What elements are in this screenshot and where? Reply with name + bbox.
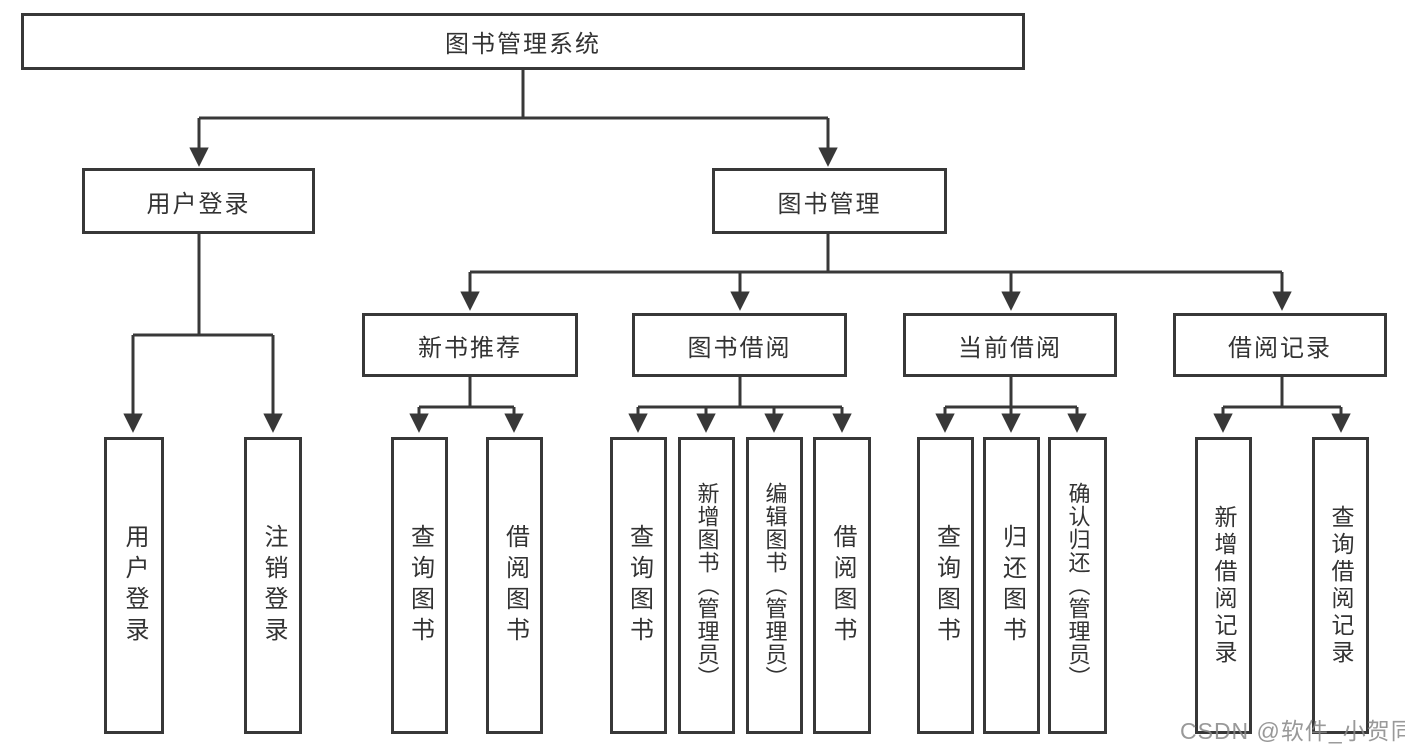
node-leaf-edit-book-admin: 编辑图书（管理员） [746, 437, 803, 734]
connector-userlogin-trunk [133, 234, 273, 337]
node-label: 查询图书 [406, 523, 434, 648]
node-leaf-query-book: 查询图书 [391, 437, 448, 734]
node-leaf-add-book-admin: 新增图书（管理员） [678, 437, 735, 734]
node-label: 新书推荐 [418, 334, 522, 362]
node-label: 编辑图书（管理员） [762, 482, 788, 689]
connector-record-trunk [1223, 377, 1341, 409]
node-label: 用户登录 [121, 523, 148, 648]
connector-root-trunk [199, 69, 828, 120]
node-new-book-recommend: 新书推荐 [362, 313, 578, 377]
node-label: 注销登录 [260, 523, 287, 648]
csdn-watermark: CSDN @软件_小贺同学 [1180, 718, 1405, 744]
node-label: 图书管理系统 [445, 31, 601, 58]
node-label: 查询图书 [932, 523, 960, 648]
node-label: 查询借阅记录 [1328, 504, 1354, 667]
node-label: 确认归还（管理员） [1065, 482, 1091, 689]
node-leaf-add-borrow-record: 新增借阅记录 [1195, 437, 1252, 734]
node-label: 当前借阅 [958, 334, 1062, 362]
node-label: 新增图书（管理员） [694, 482, 720, 689]
node-label: 图书管理 [777, 190, 882, 218]
node-label: 借阅图书 [829, 523, 856, 648]
connector-current-trunk [945, 377, 1077, 409]
node-leaf-borrow-book: 借阅图书 [486, 437, 543, 734]
connector-newbook-trunk [419, 377, 514, 409]
node-book-borrow: 图书借阅 [632, 313, 847, 377]
node-label: 用户登录 [146, 190, 251, 218]
node-leaf-logout: 注销登录 [244, 437, 302, 734]
node-label: 借阅记录 [1228, 334, 1332, 362]
node-label: 图书借阅 [687, 334, 792, 362]
node-leaf-query-borrow-record: 查询借阅记录 [1312, 437, 1369, 734]
node-library-system: 图书管理系统 [21, 13, 1025, 70]
connector-borrow-trunk [638, 377, 842, 409]
node-label: 借阅图书 [501, 523, 529, 648]
node-leaf-return-book: 归还图书 [983, 437, 1040, 734]
node-borrow-record: 借阅记录 [1173, 313, 1387, 377]
node-leaf-confirm-return-admin: 确认归还（管理员） [1048, 437, 1107, 734]
node-leaf-borrow-book: 借阅图书 [813, 437, 871, 734]
node-leaf-query-book: 查询图书 [917, 437, 974, 734]
node-label: 归还图书 [998, 523, 1026, 648]
node-current-borrow: 当前借阅 [903, 313, 1117, 377]
node-leaf-query-book: 查询图书 [610, 437, 667, 734]
connector-bookmgmt-trunk [470, 234, 1282, 274]
node-label: 查询图书 [625, 523, 653, 648]
node-leaf-user-login: 用户登录 [104, 437, 164, 734]
node-book-management: 图书管理 [712, 168, 947, 234]
node-user-login: 用户登录 [82, 168, 315, 234]
node-label: 新增借阅记录 [1211, 504, 1237, 667]
